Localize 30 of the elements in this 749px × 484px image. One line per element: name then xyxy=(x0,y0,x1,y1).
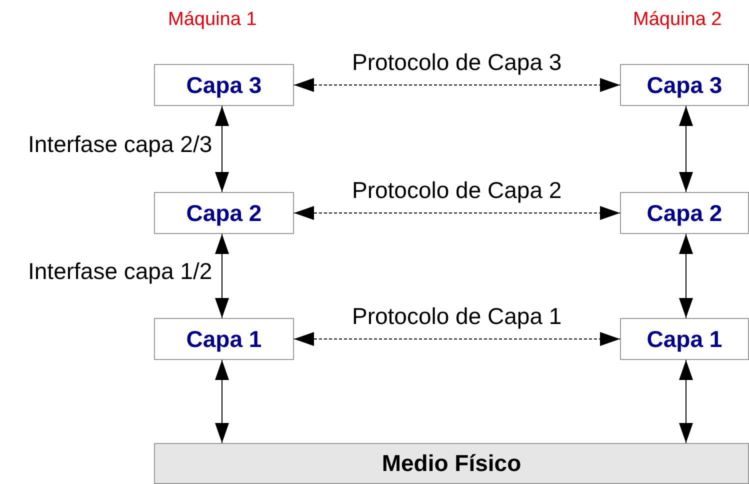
edge-label: Protocolo de Capa 2 xyxy=(352,177,562,204)
layer-box xyxy=(154,64,294,106)
arrow xyxy=(679,106,693,192)
layer-name: Capa 3 xyxy=(186,72,262,98)
edge-label: Interfase capa 1/2 xyxy=(28,258,212,285)
layer-box xyxy=(620,192,749,234)
arrow xyxy=(679,360,693,444)
layer-name: Capa 1 xyxy=(186,326,262,352)
dashed-arrow xyxy=(294,78,620,92)
edge-label: Interfase capa 2/3 xyxy=(28,131,212,158)
physical-medium-bar xyxy=(154,443,749,484)
machine-heading: Máquina 2 xyxy=(633,9,722,31)
layer-box xyxy=(620,318,749,360)
layer-name: Medio Físico xyxy=(382,450,522,477)
layer-box xyxy=(154,192,294,234)
arrow xyxy=(215,106,229,192)
layer-name: Capa 3 xyxy=(646,72,722,98)
arrow xyxy=(215,360,229,444)
edge-label: Protocolo de Capa 3 xyxy=(352,49,562,76)
dashed-arrow xyxy=(294,206,620,220)
layer-name: Capa 1 xyxy=(646,326,722,352)
layer-name: Capa 2 xyxy=(186,200,262,226)
edge-label: Protocolo de Capa 1 xyxy=(352,303,562,330)
layer-box xyxy=(620,64,749,106)
arrow xyxy=(679,234,693,318)
arrow xyxy=(215,234,229,318)
layer-name: Capa 2 xyxy=(646,200,722,226)
dashed-arrow xyxy=(294,332,620,346)
layer-box xyxy=(154,318,294,360)
machine-heading: Máquina 1 xyxy=(168,9,257,31)
